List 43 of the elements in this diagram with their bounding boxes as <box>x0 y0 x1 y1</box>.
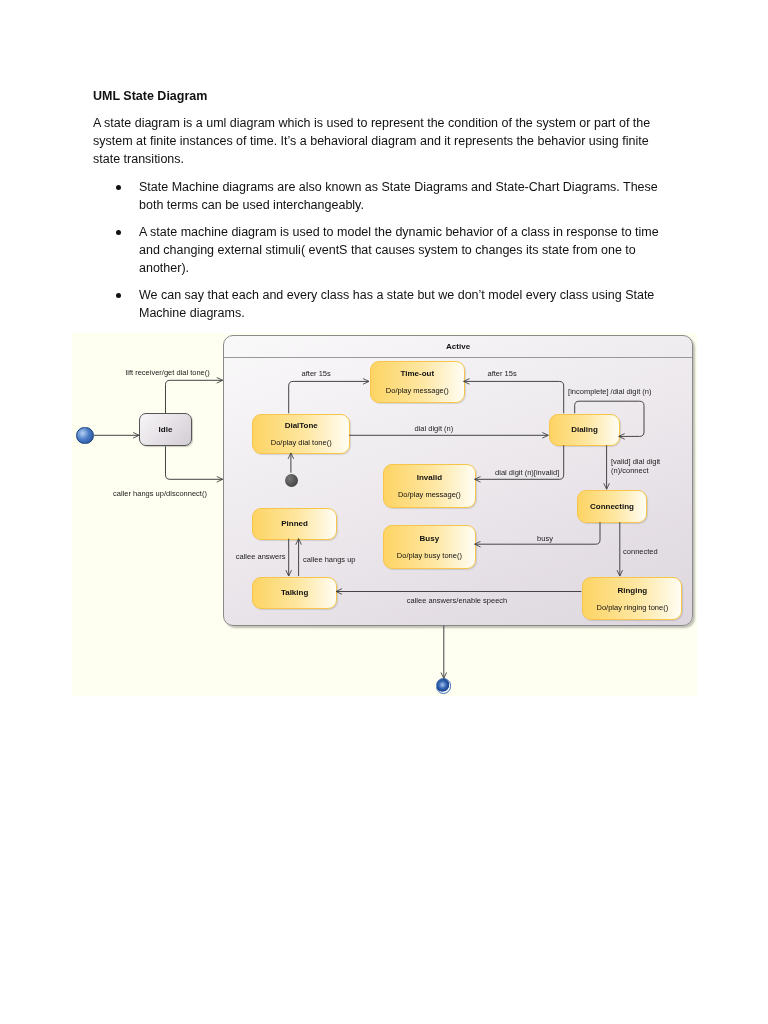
state-box <box>139 413 192 447</box>
state-name: DialTone <box>284 421 318 432</box>
state-name: Ringing <box>617 585 648 596</box>
state-box <box>576 490 648 524</box>
state-name: Pinned <box>281 518 308 529</box>
paragraph: A state diagram is a uml diagram which is used to represent the condition of the system or part of the system at finite instances of time. It’s a behavioral diagram and it represents the behavior using finite state transitions. <box>93 115 652 168</box>
state-name: Connecting <box>589 501 634 512</box>
bullet-text: State Machine diagrams are also known as State Diagrams and State-Chart Diagrams. These both terms can be used interchangeably. <box>139 179 659 214</box>
transition-arrow <box>603 444 610 490</box>
state-name: Busy <box>419 534 440 545</box>
transition-arrow <box>165 445 224 483</box>
state-box <box>252 577 337 609</box>
transition-arrow <box>474 521 601 548</box>
state-name: Time-out <box>400 369 435 380</box>
state-box <box>252 414 351 454</box>
composite-state-box <box>222 335 694 626</box>
end-circle-icon <box>436 678 452 694</box>
transition-arrow <box>285 538 292 577</box>
start-circle-icon <box>76 426 94 445</box>
transition-arrow <box>165 377 224 414</box>
bullet-text: We can say that each and every class has a state but we don’t model every class using State Machine diagrams. <box>139 287 656 322</box>
transition-arrow <box>574 400 645 440</box>
filled-dot-icon <box>285 473 299 487</box>
transition-arrow <box>295 538 302 577</box>
transition-arrow <box>348 432 549 439</box>
transition-arrow <box>463 378 565 414</box>
state-name: Active <box>446 341 471 352</box>
title: UML State Diagram <box>93 89 208 103</box>
transition-arrow <box>93 432 140 439</box>
state-box <box>383 525 476 570</box>
state-box <box>252 507 337 540</box>
transition-arrow <box>335 588 582 595</box>
state-box <box>582 577 683 620</box>
state-box <box>549 414 620 447</box>
state-box <box>370 361 465 404</box>
state-name: Invalid <box>416 472 443 483</box>
transition-arrow <box>474 444 565 483</box>
state-name: Idle <box>158 424 173 435</box>
state-name: Dialing <box>571 425 598 436</box>
state-name: Talking <box>280 588 309 598</box>
state-box <box>383 463 476 508</box>
bullet-text: A state machine diagram is used to model the dynamic behavior of a class in response to time and changing external stimuli( eventS that causes system to changes its state from one to another). <box>139 224 660 277</box>
transition-arrow <box>288 378 370 414</box>
